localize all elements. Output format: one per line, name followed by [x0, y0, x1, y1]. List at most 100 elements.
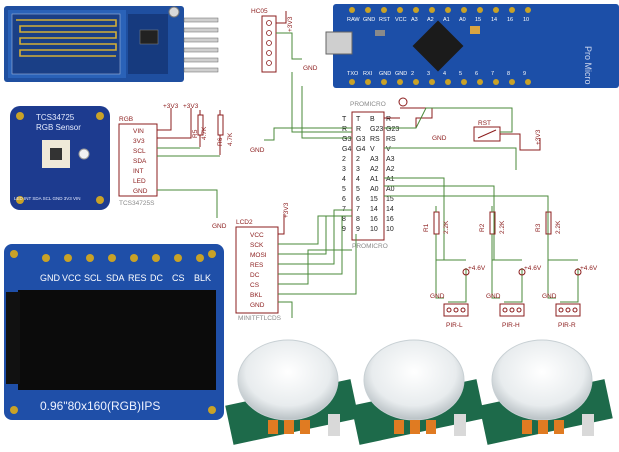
promicro-bottom-pin-label: GND [379, 71, 391, 77]
promicro-right-pin-label: 15 [386, 196, 394, 203]
promicro-label: PROMICRO [350, 101, 386, 108]
promicro-left-pin-label: G3 [342, 136, 351, 143]
promicro-bottom-pin-label: 4 [443, 71, 446, 77]
promicro-left-inner-label: 6 [356, 196, 360, 203]
promicro-right-pin-label: G23 [386, 126, 399, 133]
promicro-left-pin-label: R [342, 126, 347, 133]
promicro-right-inner-label: A0 [370, 186, 379, 193]
promicro-bottom-pin-label: 2 [411, 71, 414, 77]
lcd-header-pin-label: VCC [62, 273, 82, 283]
promicro-bottom-pin-label: TXO [347, 71, 359, 77]
pir-gnd-label: GND [430, 293, 445, 300]
promicro-left-pin-label: 4 [342, 176, 346, 183]
r6-value: 4.7K [227, 132, 234, 146]
rgb-pin-label: SDA [133, 158, 147, 165]
promicro-right-inner-label: A2 [370, 166, 379, 173]
rgb-sensor-pin-labels: LED INT SDA SCL GND 3V3 VIN [14, 196, 81, 201]
promicro-left-inner-label: 4 [356, 176, 360, 183]
r5-value: 4.7K [201, 126, 208, 140]
promicro-right-inner-label: A1 [370, 176, 379, 183]
lcd-pin-label: DC [250, 272, 260, 279]
rgb-gnd-label: GND [212, 223, 227, 230]
promicro-top-pin-label: RAW [347, 17, 360, 23]
lcd-pin-label: GND [250, 302, 265, 309]
promicro-bottom-pin-label: RXI [363, 71, 373, 77]
promicro-right-inner-label: V [370, 146, 375, 153]
promicro-left-inner-label: R [356, 126, 361, 133]
lcd-header-pad [86, 254, 94, 262]
promicro-left-pin-label: G4 [342, 146, 351, 153]
promicro-top-pin-label: A0 [459, 17, 466, 23]
promicro-top-pin-label: 10 [523, 17, 529, 23]
promicro-bottom-pin-label: 6 [475, 71, 478, 77]
lcd-label: LCD2 [236, 219, 253, 226]
promicro-bottom-pin-label: 3 [427, 71, 430, 77]
pir-sensor-photos [225, 339, 613, 445]
promicro-right-inner-label: RS [370, 136, 380, 143]
lcd-header-pad [174, 254, 182, 262]
promicro-bottom-pin-label: 5 [459, 71, 462, 77]
lcd-header-pad [152, 254, 160, 262]
promicro-top-pin-label: 14 [491, 17, 497, 23]
rgb-label: RGB [119, 116, 133, 123]
promicro-left-pin-label: 8 [342, 216, 346, 223]
promicro-right-pin-label: RS [386, 136, 396, 143]
promicro-left-pin-label: 2 [342, 156, 346, 163]
promicro-left-inner-label: G4 [356, 146, 365, 153]
pir-resistor-value: 2.2K [555, 220, 562, 234]
rgb-sensor-subtitle: RGB Sensor [36, 123, 81, 132]
promicro-top-pin-label: 15 [475, 17, 481, 23]
promicro-bottom-pin-label: GND [395, 71, 407, 77]
promicro-top-pin-label: A3 [411, 17, 418, 23]
r5-label: R5 [192, 129, 199, 138]
promicro-left-pin-label: 6 [342, 196, 346, 203]
lcd-header-pin-label: CS [172, 273, 185, 283]
promicro-left-pin-label: 5 [342, 186, 346, 193]
rgb-pin-label: GND [133, 188, 148, 195]
promicro-top-pin-label: A2 [427, 17, 434, 23]
promicro-bottom-label: PROMICRO [352, 243, 388, 250]
lcd-pin-label: CS [250, 282, 260, 289]
promicro-right-pin-label: V [386, 146, 391, 153]
promicro-left-pin-label: 9 [342, 226, 346, 233]
promicro-right-inner-label: B [370, 116, 375, 123]
pir-resistor-value: 2.2K [443, 220, 450, 234]
promicro-right-inner-label: 16 [370, 216, 378, 223]
promicro-top-pin-label: GND [363, 17, 375, 23]
promicro-left-pin-label: 3 [342, 166, 346, 173]
lcd-header-pad [108, 254, 116, 262]
lcd-header-pad [196, 254, 204, 262]
promicro-board-text: Pro Micro [583, 46, 593, 85]
lcd-pin-label: VCC [250, 232, 264, 239]
rgb-sensor-title: TCS34725 [36, 113, 75, 122]
pir-resistor-value: 2.2K [499, 220, 506, 234]
promicro-right-inner-label: 14 [370, 206, 378, 213]
promicro-left-pin-label: T [342, 116, 347, 123]
promicro-right-pin-label: 14 [386, 206, 394, 213]
pir-connector-label: PIR-R [558, 322, 576, 329]
pir-gnd-label: GND [486, 293, 501, 300]
promicro-left-inner-label: T [356, 116, 361, 123]
lcd-header-pad [64, 254, 72, 262]
promicro-right-pin-label: 16 [386, 216, 394, 223]
promicro-bottom-pin-label: 7 [491, 71, 494, 77]
promicro-left-inner-label: 9 [356, 226, 360, 233]
promicro-bottom-pin-label: 8 [507, 71, 510, 77]
rst-gnd-label: GND [432, 135, 447, 142]
promicro-left-inner-label: 5 [356, 186, 360, 193]
promicro-right-inner-label: 10 [370, 226, 378, 233]
promicro-top-pin-label: RST [379, 17, 391, 23]
lcd-header-pin-label: SDA [106, 273, 125, 283]
pir-sensor-photo [479, 339, 613, 445]
pir-connector-label: PIR-L [446, 322, 463, 329]
rgb-pin-label: LED [133, 178, 146, 185]
tcs34725-sensor-board: TCS34725 RGB Sensor LED INT SDA SCL GND … [10, 106, 110, 210]
rgb-part-label: TCS34725S [119, 200, 155, 207]
lcd-header-pin-label: DC [150, 273, 163, 283]
promicro-left-inner-label: 3 [356, 166, 360, 173]
lcd-pin-label: BKL [250, 292, 263, 299]
